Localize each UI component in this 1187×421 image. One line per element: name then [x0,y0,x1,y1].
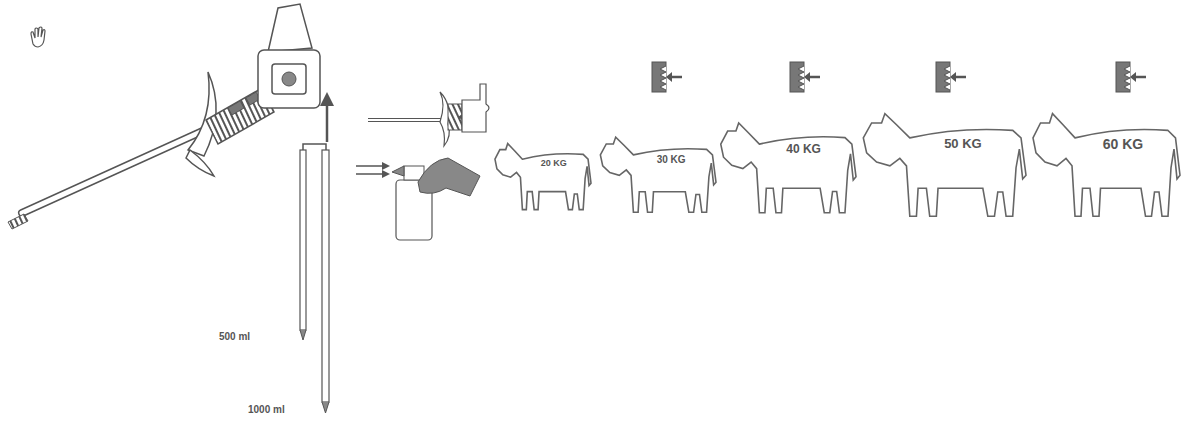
hand-icon [31,27,45,47]
calf-outline [718,118,856,216]
volume-label: 500 ml [219,331,250,342]
weight-label: 30 KG [657,154,686,165]
tube-set [300,92,334,413]
weight-label: 20 KG [541,159,567,169]
drench-gun-small [368,84,489,146]
calf-figure: 30 KG [598,133,716,215]
dose-dial [1116,62,1146,92]
calf-outline [860,108,1026,220]
weight-label: 60 KG [1103,137,1143,152]
calf-figure: 40 KG [718,118,856,216]
calf-figure: 60 KG [1030,108,1180,220]
calf-outline [1030,108,1180,220]
calf-figure: 20 KG [493,140,591,212]
spray-bottle [356,158,480,240]
dose-dial [652,62,682,92]
drench-gun [8,4,320,229]
calf-outline [598,133,716,215]
weight-label: 50 KG [944,137,982,151]
volume-label: 1000 ml [248,404,285,415]
dose-dial [790,62,820,92]
dose-dial [936,62,966,92]
calf-outline [493,140,591,212]
calf-figure: 50 KG [860,108,1026,220]
weight-label: 40 KG [786,143,821,156]
